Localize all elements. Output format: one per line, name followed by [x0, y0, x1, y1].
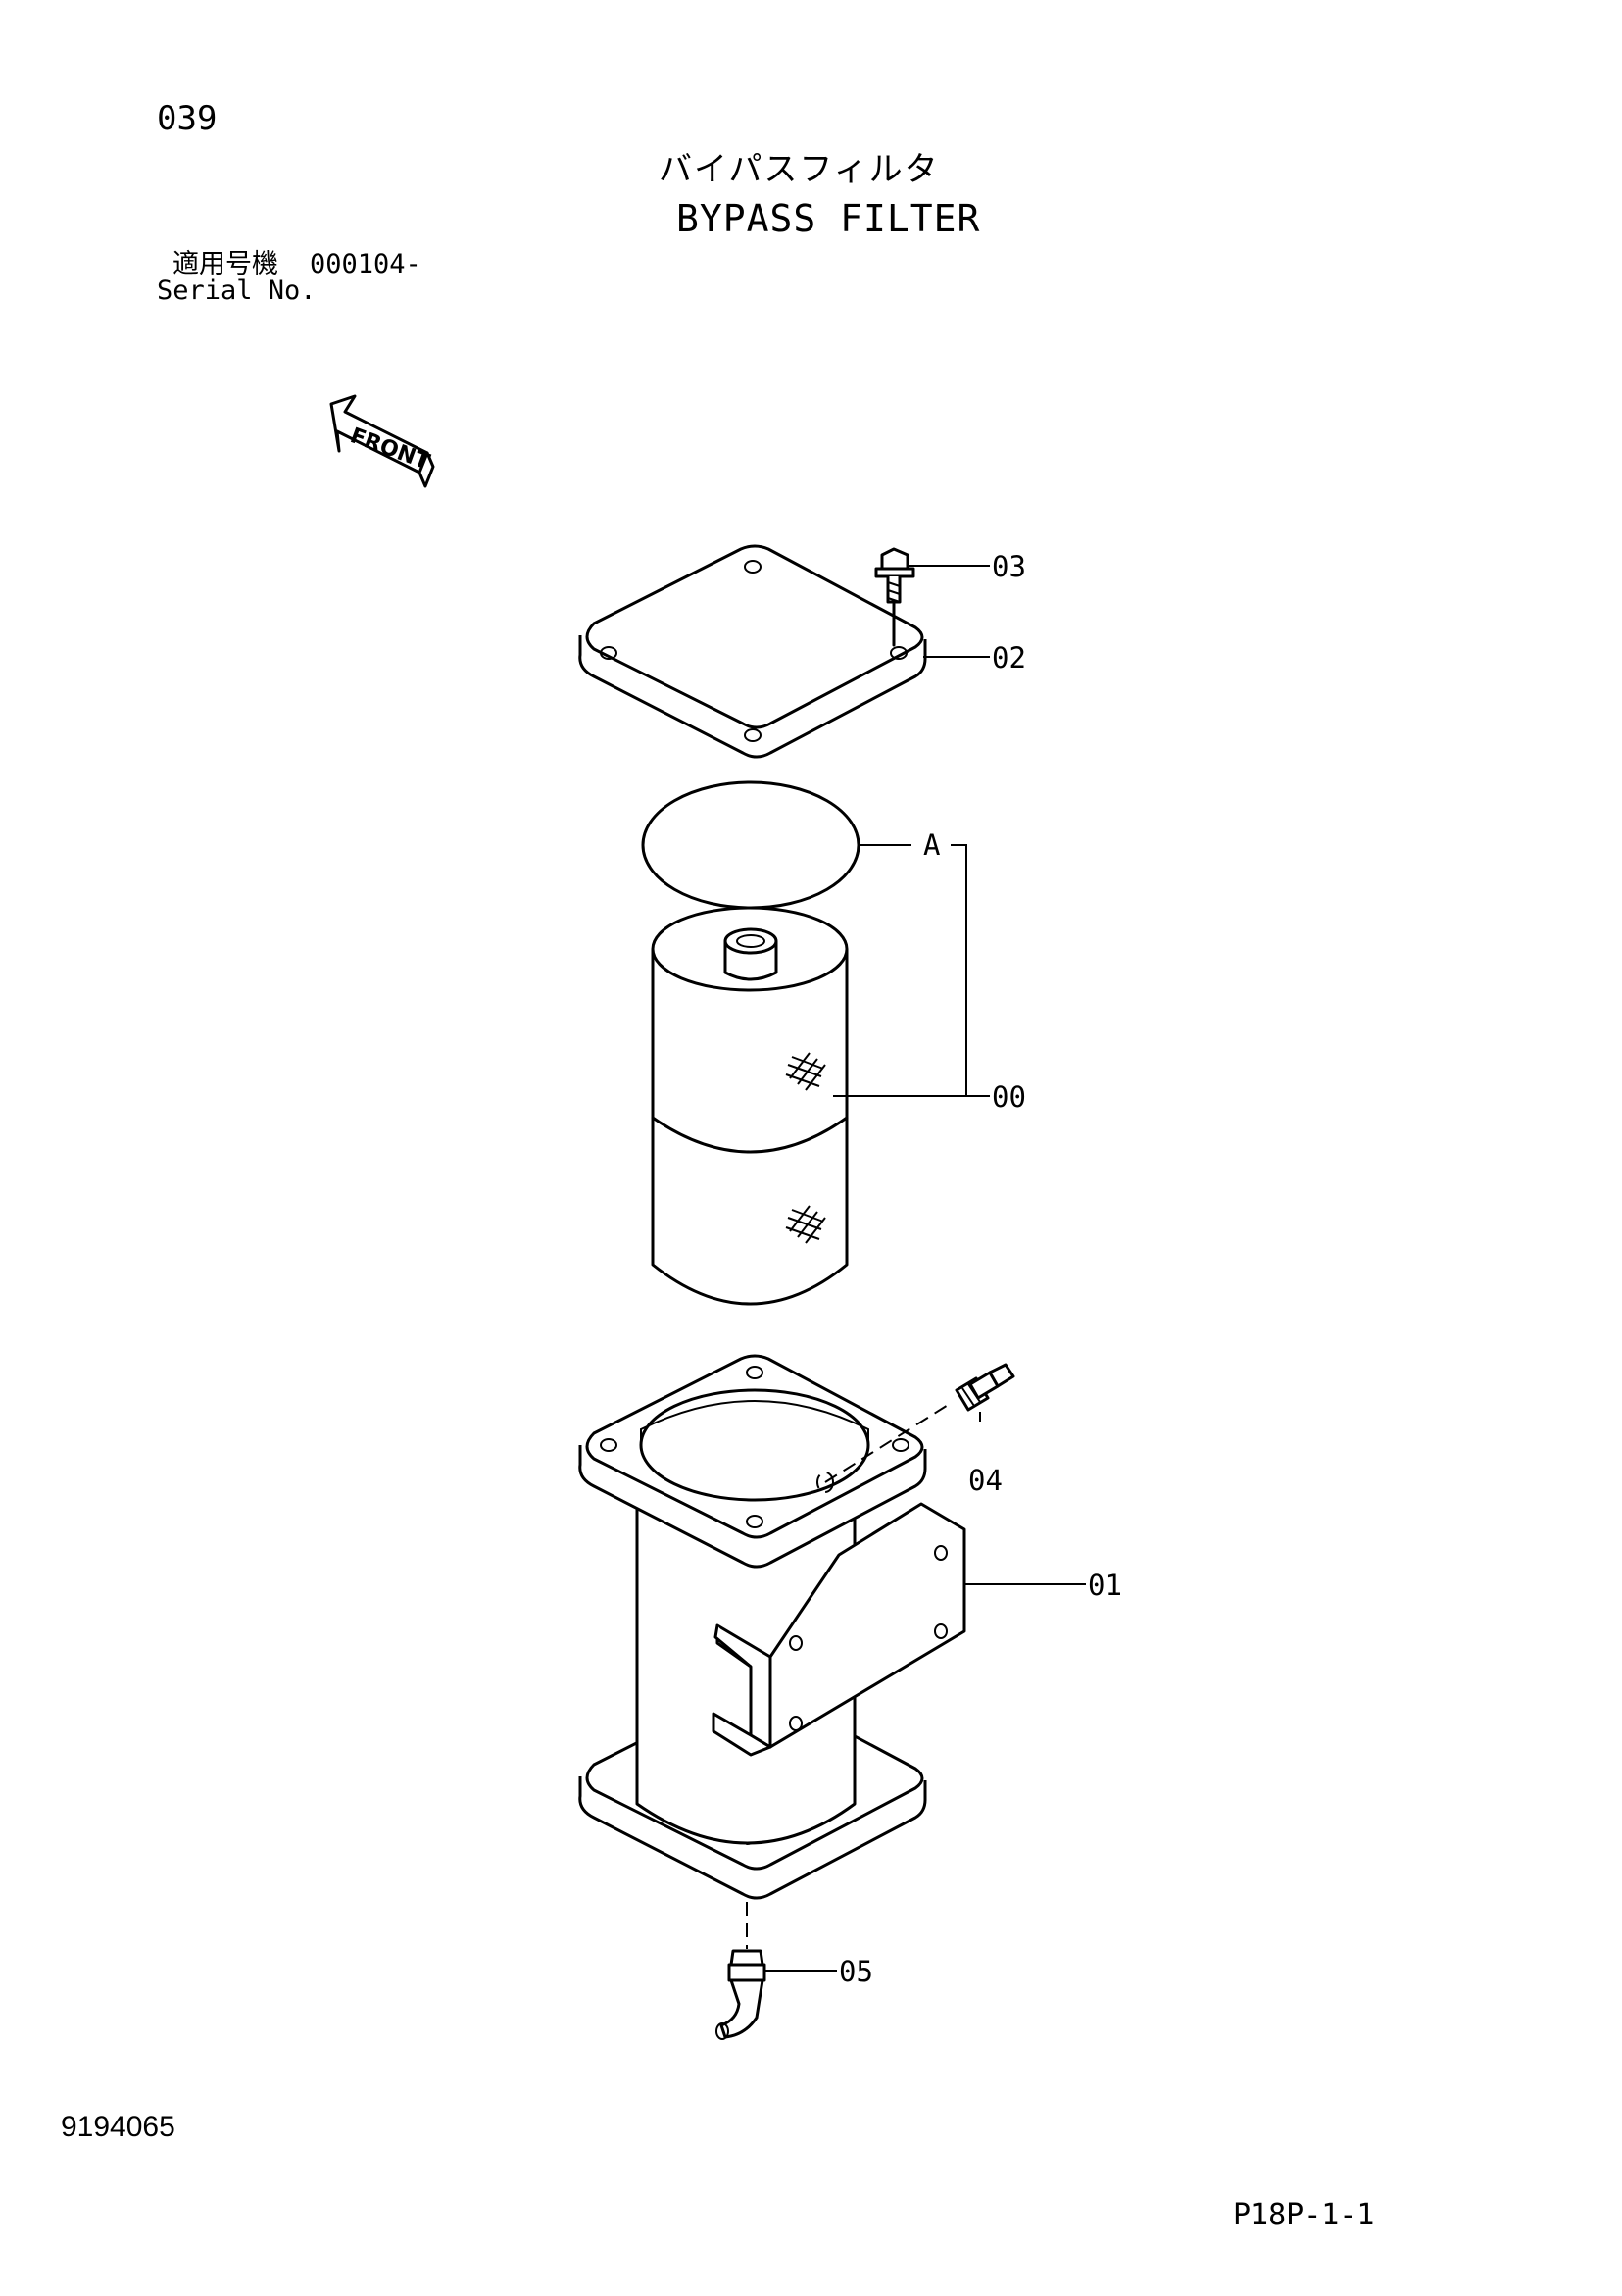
sheet-reference: P18P-1-1 [1233, 2198, 1375, 2232]
callout-03: 03 [992, 550, 1026, 583]
callout-04: 04 [968, 1464, 1003, 1497]
serial-label-japanese: 適用号機 [172, 249, 278, 279]
part-01-filter-housing [578, 1354, 966, 1900]
part-04-fitting [824, 1363, 1015, 1483]
part-03-bolt [874, 547, 915, 647]
title-japanese: バイパスフィルタ [659, 150, 940, 189]
callout-05: 05 [839, 1955, 873, 1988]
serial-label-english: Serial No. [157, 275, 317, 306]
callout-01: 01 [1088, 1569, 1122, 1602]
part-05-elbow-fitting [715, 1902, 766, 2040]
front-label: FRONT [347, 424, 433, 474]
filter-mesh-mark-upper [785, 1052, 826, 1091]
callout-a: A [923, 828, 940, 862]
filter-mesh-mark-lower [785, 1205, 826, 1244]
serial-number-value: 000104- [310, 249, 421, 279]
drawing-number: 9194065 [61, 2111, 175, 2143]
callout-00: 00 [992, 1080, 1026, 1114]
callout-02: 02 [992, 641, 1026, 674]
part-02-cover-plate [578, 544, 927, 759]
o-ring [641, 780, 860, 910]
front-direction-arrow: FRONT [329, 394, 435, 488]
title-english: BYPASS FILTER [676, 197, 981, 240]
page-number: 039 [157, 99, 218, 138]
leader-lines [764, 565, 1086, 1972]
part-00-filter-element [651, 906, 849, 1306]
